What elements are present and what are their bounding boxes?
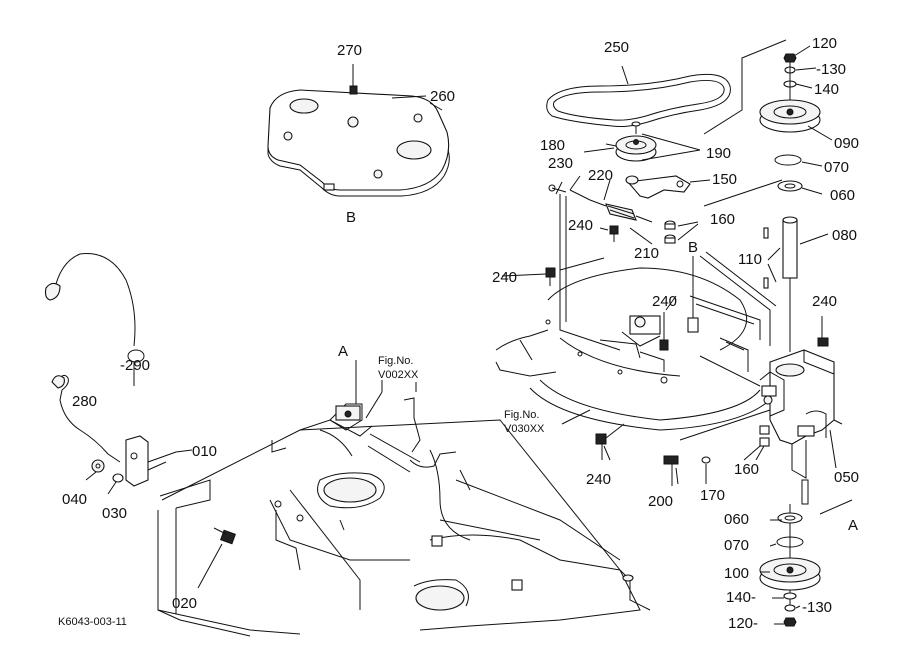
label-100: 100 — [724, 565, 749, 582]
marker-b-center: B — [688, 239, 698, 256]
label-240-b: 240 — [492, 269, 517, 286]
washer-030 — [112, 473, 124, 483]
label-110: 110 — [738, 251, 762, 268]
label-190: 190 — [706, 145, 731, 162]
label-120-bottom: 120- — [728, 615, 758, 632]
figure-code: K6043-003-11 — [58, 616, 127, 628]
cable-280 — [51, 374, 121, 463]
label-020: 020 — [172, 595, 197, 612]
label-250: 250 — [604, 39, 629, 56]
label-260: 260 — [430, 88, 455, 105]
label-240-c: 240 — [586, 471, 611, 488]
spindle-stack-lower — [759, 499, 853, 627]
tension-arm-150 — [625, 175, 711, 199]
mower-deck-frame — [495, 194, 777, 431]
fig-ref-1-line2: V002XX — [378, 369, 419, 381]
label-170: 170 — [700, 487, 725, 504]
label-200: 200 — [648, 493, 673, 510]
tension-pulley-180 — [605, 121, 701, 162]
label-050: 050 — [834, 469, 859, 486]
bolt-270 — [349, 64, 358, 95]
spindle-housing-050 — [679, 349, 843, 505]
fig-ref-2-line1: Fig.No. — [504, 409, 539, 421]
lower-deck — [157, 360, 651, 637]
fig-ref-2-line2: V030XX — [504, 423, 545, 435]
label-070-bottom: 070 — [724, 537, 749, 554]
label-210: 210 — [634, 245, 659, 262]
label-150: 150 — [712, 171, 737, 188]
label-090: 090 — [834, 135, 859, 152]
label-130-top: -130 — [816, 61, 846, 78]
label-280: 280 — [72, 393, 97, 410]
belt-250 — [546, 65, 731, 127]
label-160-top: 160 — [710, 211, 735, 228]
marker-a-right: A — [848, 517, 858, 534]
part-labels: 270 260 B 250 120 -130 140 090 180 190 0… — [58, 35, 859, 632]
label-120-top: 120 — [812, 35, 837, 52]
spacer-160-lower — [701, 425, 770, 464]
marker-a-top: A — [338, 343, 348, 360]
label-060-top: 060 — [830, 187, 855, 204]
label-290: -290 — [120, 357, 150, 374]
label-060-bottom: 060 — [724, 511, 749, 528]
label-180: 180 — [540, 137, 565, 154]
label-230: 230 — [548, 155, 573, 172]
lynch-pin-290 — [44, 253, 145, 386]
label-040: 040 — [62, 491, 87, 508]
label-070-top: 070 — [824, 159, 849, 176]
label-140-bottom: 140- — [726, 589, 756, 606]
label-140-top: 140 — [814, 81, 839, 98]
bolt-240-d — [817, 316, 829, 347]
grease-nipple-200 — [663, 455, 679, 486]
fig-ref-1-line1: Fig.No. — [378, 355, 413, 367]
label-240-d: 240 — [812, 293, 837, 310]
leader-lines — [85, 45, 837, 625]
label-220: 220 — [588, 167, 613, 184]
label-160-bottom: 160 — [734, 461, 759, 478]
label-130-bottom: -130 — [802, 599, 832, 616]
bracket-010 — [125, 435, 211, 509]
tension-spring-220 — [548, 175, 653, 223]
label-240-a: 240 — [568, 217, 593, 234]
nut-040 — [91, 459, 105, 473]
cover-plate-260 — [267, 64, 450, 197]
bolt-240-b — [545, 267, 556, 286]
bolt-020 — [197, 527, 236, 589]
label-010: 010 — [192, 443, 217, 460]
label-030: 030 — [102, 505, 127, 522]
spindle-stack-upper — [759, 53, 821, 352]
bolt-240-a — [599, 225, 619, 242]
label-240-mid: 240 — [652, 293, 677, 310]
spacer-160-upper — [664, 220, 699, 244]
label-080: 080 — [832, 227, 857, 244]
marker-b-bottom: B — [346, 209, 356, 226]
bolt-240-c — [595, 423, 625, 460]
label-270: 270 — [337, 42, 362, 59]
